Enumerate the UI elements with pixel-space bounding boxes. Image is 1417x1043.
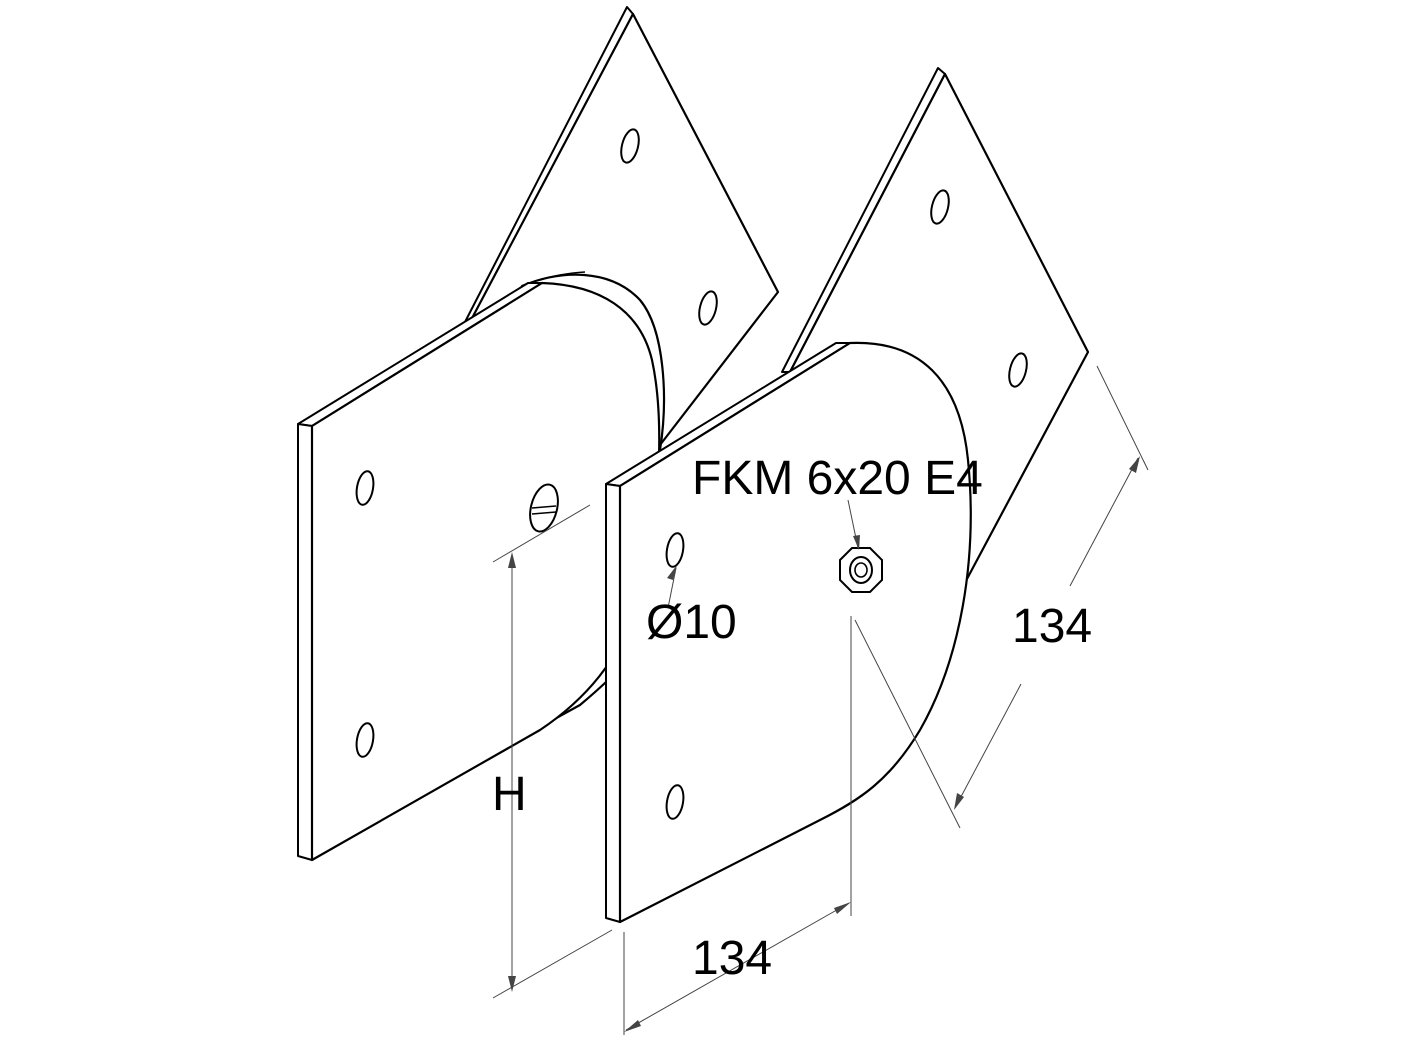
right-front-hole-bottom bbox=[665, 784, 685, 820]
right-front-hole-top bbox=[665, 532, 685, 568]
left-bracket bbox=[297, 6, 780, 862]
right-front-plate bbox=[605, 341, 972, 924]
right-nut bbox=[839, 547, 883, 593]
right-back-hole-top bbox=[930, 189, 950, 225]
dimension-width-bottom bbox=[623, 616, 852, 1035]
dimension-height bbox=[492, 504, 613, 999]
right-bracket bbox=[605, 67, 1090, 924]
left-back-hole-top bbox=[620, 128, 640, 164]
left-screw-head bbox=[529, 483, 559, 533]
depth-dimension-label: 134 bbox=[1012, 600, 1092, 653]
right-back-hole-right bbox=[1008, 352, 1028, 388]
right-back-plate bbox=[781, 67, 1090, 594]
hole-diameter-label: Ø10 bbox=[646, 596, 737, 649]
width-dimension-label: 134 bbox=[692, 932, 772, 985]
fastener-label: FKM 6x20 E4 bbox=[692, 452, 983, 505]
height-label: H bbox=[492, 768, 527, 821]
left-front-hole-bottom bbox=[355, 722, 375, 758]
left-front-plate bbox=[297, 281, 661, 862]
dimension-depth-right bbox=[854, 365, 1149, 829]
leader-lines bbox=[667, 499, 860, 609]
left-back-hole-right bbox=[698, 290, 718, 326]
left-front-hole-top bbox=[355, 470, 375, 506]
